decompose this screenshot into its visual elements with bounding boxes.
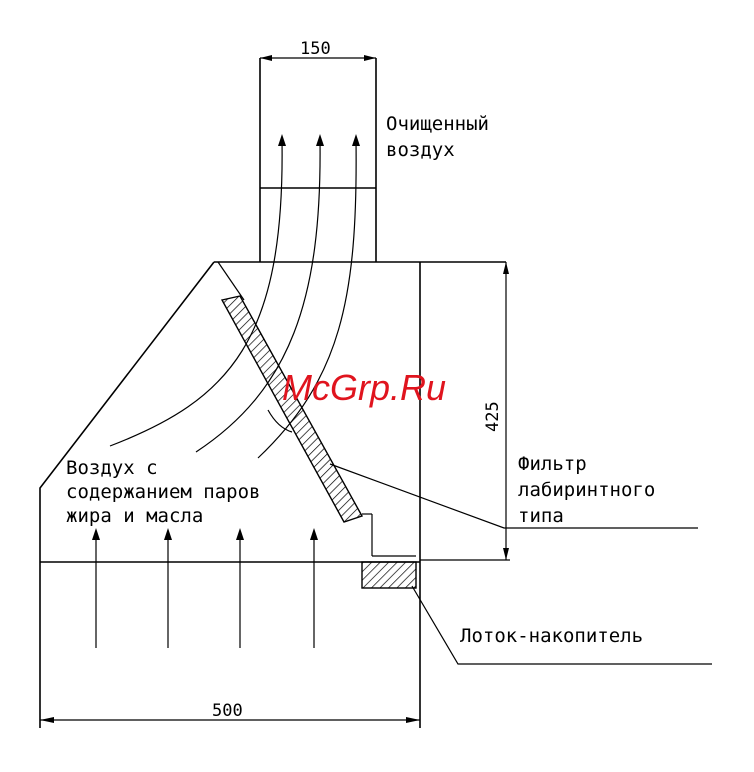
dimension-height-label: 425 xyxy=(483,401,503,432)
incoming-air-flow xyxy=(92,528,318,648)
arrow-up-icon xyxy=(164,528,172,540)
clean-air-label-line2: воздух xyxy=(386,139,455,161)
arrow-up-icon xyxy=(352,134,360,146)
filter-label-line1: Фильтр xyxy=(518,453,587,475)
dirty-air-label-line2: содержанием паров xyxy=(66,481,260,503)
dirty-air-label-line1: Воздух с xyxy=(66,457,158,479)
tray-label: Лоток-накопитель xyxy=(460,625,643,647)
dimension-top-label: 150 xyxy=(300,39,331,59)
dirty-air-label-line3: жира и масла xyxy=(66,505,203,527)
exhaust-duct xyxy=(260,58,376,262)
arrow-up-icon xyxy=(310,528,318,540)
watermark: McGrp.Ru xyxy=(282,367,446,408)
dimension-height: 425 xyxy=(420,262,510,560)
arrow-up-icon xyxy=(278,134,286,146)
arrow-up-icon xyxy=(236,528,244,540)
dimension-top-width: 150 xyxy=(260,39,376,61)
filter-label-line3: типа xyxy=(518,505,564,527)
filter-label-line2: лабиринтного xyxy=(518,479,655,501)
clean-air-flow xyxy=(110,134,360,458)
dimension-bottom-label: 500 xyxy=(212,701,243,721)
arrow-up-icon xyxy=(316,134,324,146)
labyrinth-filter xyxy=(218,262,372,556)
collection-tray xyxy=(362,556,416,588)
clean-air-label-line1: Очищенный xyxy=(386,113,489,135)
dimension-bottom-width: 500 xyxy=(40,701,420,723)
arrow-up-icon xyxy=(92,528,100,540)
